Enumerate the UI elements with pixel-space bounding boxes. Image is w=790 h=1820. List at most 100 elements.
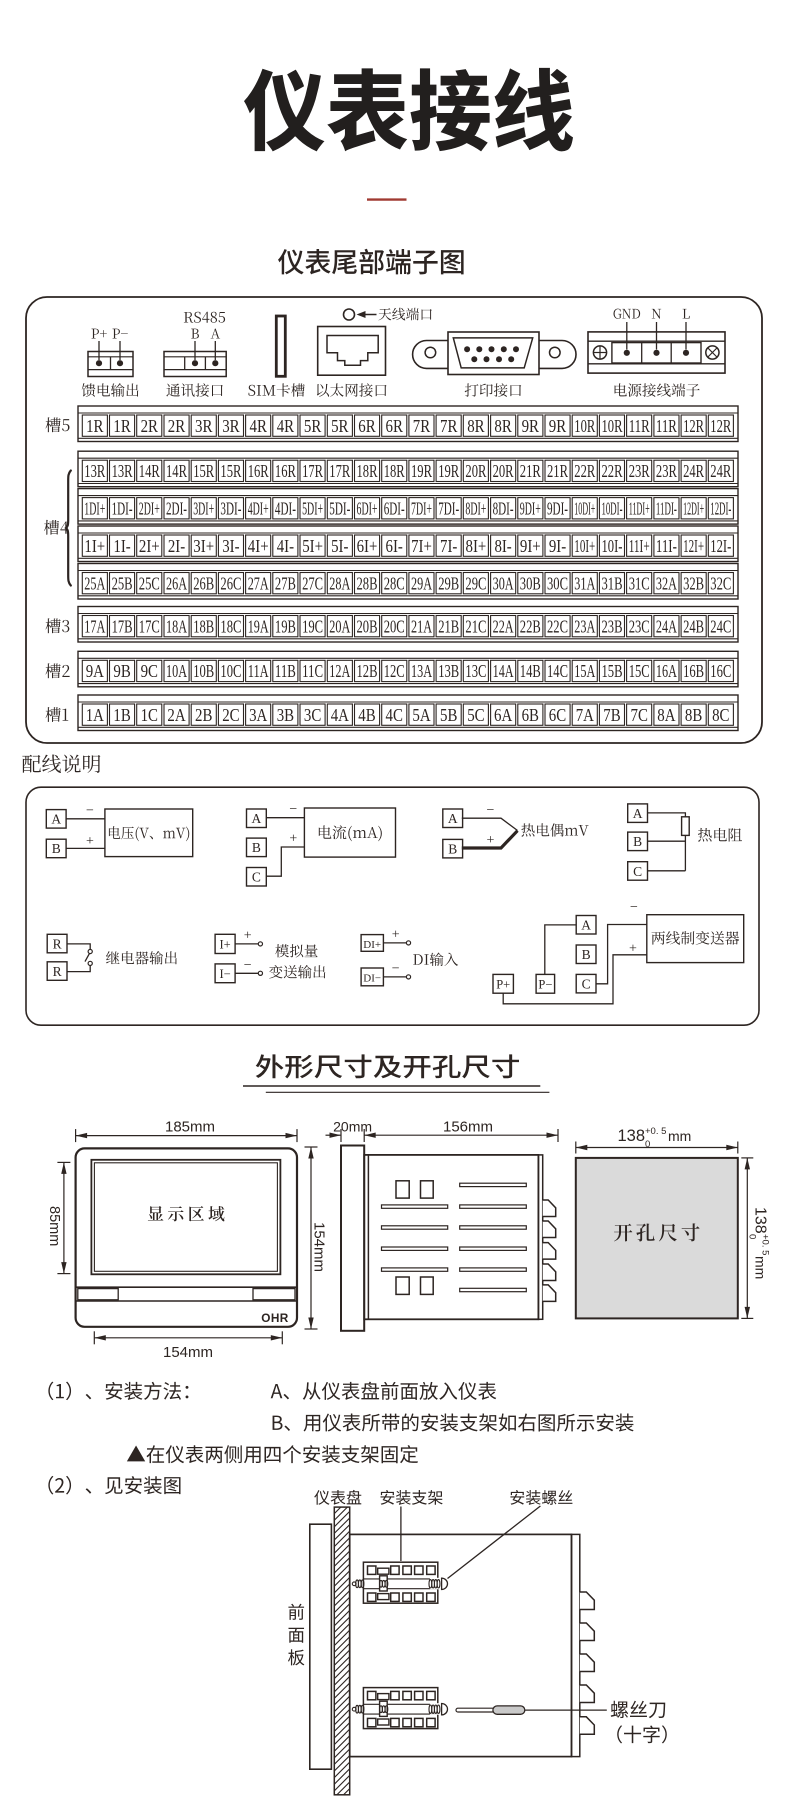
- svg-text:DI−: DI−: [363, 973, 381, 985]
- svg-text:11B: 11B: [275, 661, 296, 681]
- svg-text:2R: 2R: [141, 416, 159, 436]
- svg-text:+: +: [392, 927, 400, 942]
- svg-text:27B: 27B: [275, 573, 296, 593]
- svg-text:+: +: [86, 834, 94, 849]
- svg-text:mm: mm: [668, 1128, 691, 1144]
- svg-text:10I+: 10I+: [574, 536, 595, 556]
- svg-text:11DI+: 11DI+: [629, 499, 650, 519]
- svg-text:11DI-: 11DI-: [656, 499, 677, 519]
- svg-text:3DI+: 3DI+: [193, 499, 214, 519]
- svg-text:29B: 29B: [438, 573, 459, 593]
- svg-text:16B: 16B: [683, 661, 704, 681]
- svg-text:28B: 28B: [357, 573, 378, 593]
- svg-text:21C: 21C: [465, 616, 486, 636]
- svg-text:4B: 4B: [358, 705, 375, 725]
- svg-text:1A: 1A: [86, 705, 105, 725]
- svg-text:3R: 3R: [222, 416, 240, 436]
- svg-text:26A: 26A: [166, 573, 187, 593]
- svg-text:20C: 20C: [384, 616, 405, 636]
- svg-text:B: B: [252, 840, 261, 855]
- svg-text:12C: 12C: [384, 661, 405, 681]
- svg-text:5A: 5A: [412, 705, 431, 725]
- svg-text:16A: 16A: [656, 661, 677, 681]
- svg-text:154mm: 154mm: [163, 1344, 213, 1361]
- svg-text:−: −: [289, 802, 297, 817]
- svg-text:15R: 15R: [220, 461, 241, 481]
- svg-text:17R: 17R: [302, 461, 323, 481]
- svg-text:14R: 14R: [139, 461, 160, 481]
- svg-text:9DI+: 9DI+: [520, 499, 541, 519]
- svg-text:R: R: [53, 964, 62, 979]
- svg-text:6C: 6C: [549, 705, 566, 725]
- svg-text:2B: 2B: [195, 705, 212, 725]
- svg-text:27C: 27C: [302, 573, 323, 593]
- svg-text:9I-: 9I-: [549, 536, 566, 556]
- svg-text:7R: 7R: [440, 416, 458, 436]
- svg-text:29A: 29A: [411, 573, 432, 593]
- svg-text:24B: 24B: [683, 616, 704, 636]
- svg-text:7I-: 7I-: [440, 536, 457, 556]
- svg-text:9B: 9B: [113, 661, 130, 681]
- svg-text:8R: 8R: [467, 416, 485, 436]
- svg-text:12A: 12A: [329, 661, 350, 681]
- svg-text:A: A: [252, 811, 262, 826]
- svg-text:5DI+: 5DI+: [302, 499, 323, 519]
- svg-text:13B: 13B: [438, 661, 459, 681]
- svg-text:1I-: 1I-: [113, 536, 130, 556]
- svg-text:1I+: 1I+: [84, 536, 105, 556]
- svg-text:28C: 28C: [384, 573, 405, 593]
- svg-text:−: −: [486, 803, 494, 818]
- svg-text:C: C: [633, 864, 642, 879]
- svg-text:19C: 19C: [302, 616, 323, 636]
- svg-text:1B: 1B: [113, 705, 130, 725]
- svg-text:R: R: [53, 936, 62, 951]
- svg-text:7C: 7C: [631, 705, 648, 725]
- svg-text:7DI-: 7DI-: [438, 499, 459, 519]
- svg-text:10B: 10B: [193, 661, 214, 681]
- svg-text:3I-: 3I-: [222, 536, 239, 556]
- svg-text:6I-: 6I-: [386, 536, 403, 556]
- svg-text:19A: 19A: [248, 616, 269, 636]
- svg-text:10DI+: 10DI+: [574, 499, 595, 519]
- svg-text:23A: 23A: [574, 616, 595, 636]
- svg-text:23C: 23C: [629, 616, 650, 636]
- svg-text:5I-: 5I-: [331, 536, 348, 556]
- svg-text:A: A: [581, 918, 591, 933]
- svg-text:+: +: [629, 941, 637, 956]
- svg-text:11A: 11A: [248, 661, 269, 681]
- svg-text:8I+: 8I+: [466, 536, 487, 556]
- svg-text:4C: 4C: [386, 705, 403, 725]
- svg-text:9C: 9C: [141, 661, 158, 681]
- svg-text:15B: 15B: [602, 661, 623, 681]
- svg-text:13C: 13C: [465, 661, 486, 681]
- svg-text:+0. 5: +0. 5: [645, 1126, 666, 1137]
- svg-text:3B: 3B: [277, 705, 294, 725]
- svg-text:5DI-: 5DI-: [329, 499, 350, 519]
- svg-text:10A: 10A: [166, 661, 187, 681]
- svg-text:8A: 8A: [657, 705, 676, 725]
- svg-text:14R: 14R: [166, 461, 187, 481]
- svg-text:3R: 3R: [195, 416, 213, 436]
- svg-text:32B: 32B: [683, 573, 704, 593]
- svg-text:1C: 1C: [141, 705, 158, 725]
- svg-text:2R: 2R: [168, 416, 186, 436]
- svg-text:32A: 32A: [656, 573, 677, 593]
- svg-text:9R: 9R: [522, 416, 540, 436]
- svg-text:12B: 12B: [357, 661, 378, 681]
- svg-text:11R: 11R: [656, 416, 677, 436]
- svg-text:20B: 20B: [357, 616, 378, 636]
- svg-text:6B: 6B: [522, 705, 539, 725]
- svg-text:A: A: [448, 811, 458, 826]
- svg-text:9R: 9R: [549, 416, 567, 436]
- svg-text:22B: 22B: [520, 616, 541, 636]
- svg-text:1R: 1R: [86, 416, 104, 436]
- svg-text:16R: 16R: [248, 461, 269, 481]
- svg-text:18R: 18R: [357, 461, 378, 481]
- svg-text:10R: 10R: [602, 416, 623, 436]
- svg-text:18R: 18R: [384, 461, 405, 481]
- svg-text:0: 0: [747, 1234, 758, 1239]
- svg-text:20A: 20A: [329, 616, 350, 636]
- svg-text:4R: 4R: [250, 416, 268, 436]
- svg-text:2I+: 2I+: [139, 536, 160, 556]
- svg-text:22A: 22A: [493, 616, 514, 636]
